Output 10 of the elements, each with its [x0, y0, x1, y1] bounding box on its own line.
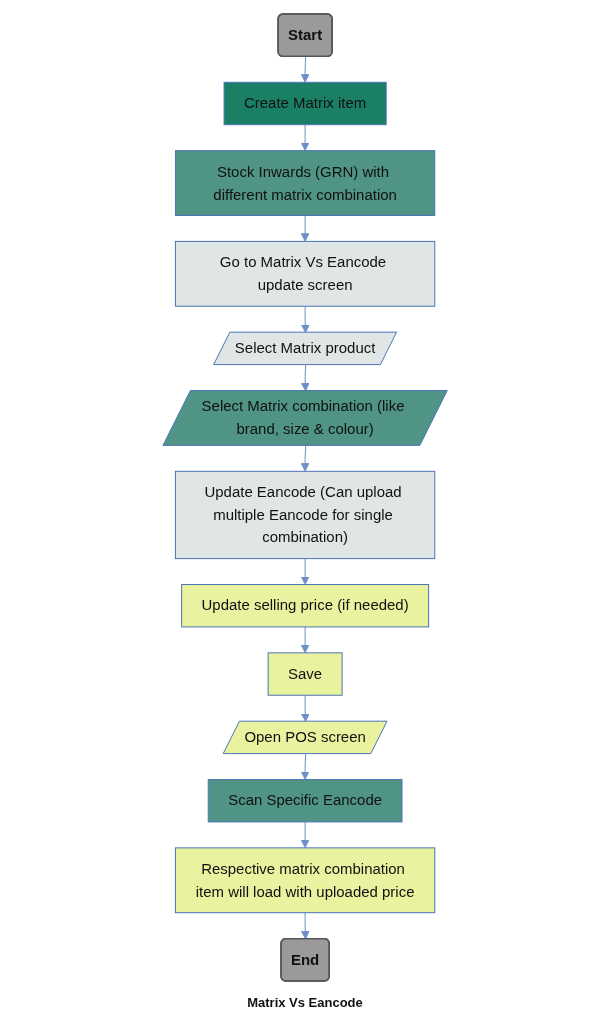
caption: Matrix Vs Eancode — [247, 995, 363, 1010]
node-box: Go to Matrix Vs Eancode update screen — [174, 240, 436, 307]
node-box: Update selling price (if needed) — [181, 584, 429, 628]
node-box: Respective matrix combination item will load with uploaded price — [174, 847, 436, 914]
node-box: Create Matrix item — [223, 81, 387, 126]
arrow — [300, 364, 310, 392]
node-box: Scan Specific Eancode — [207, 779, 403, 823]
node-box: Update Eancode (Can upload multiple Eancode for single combination) — [174, 470, 436, 560]
node-box: Save — [267, 652, 343, 696]
node-box: Stock Inwards (GRN) with different matrix combination — [174, 150, 436, 216]
